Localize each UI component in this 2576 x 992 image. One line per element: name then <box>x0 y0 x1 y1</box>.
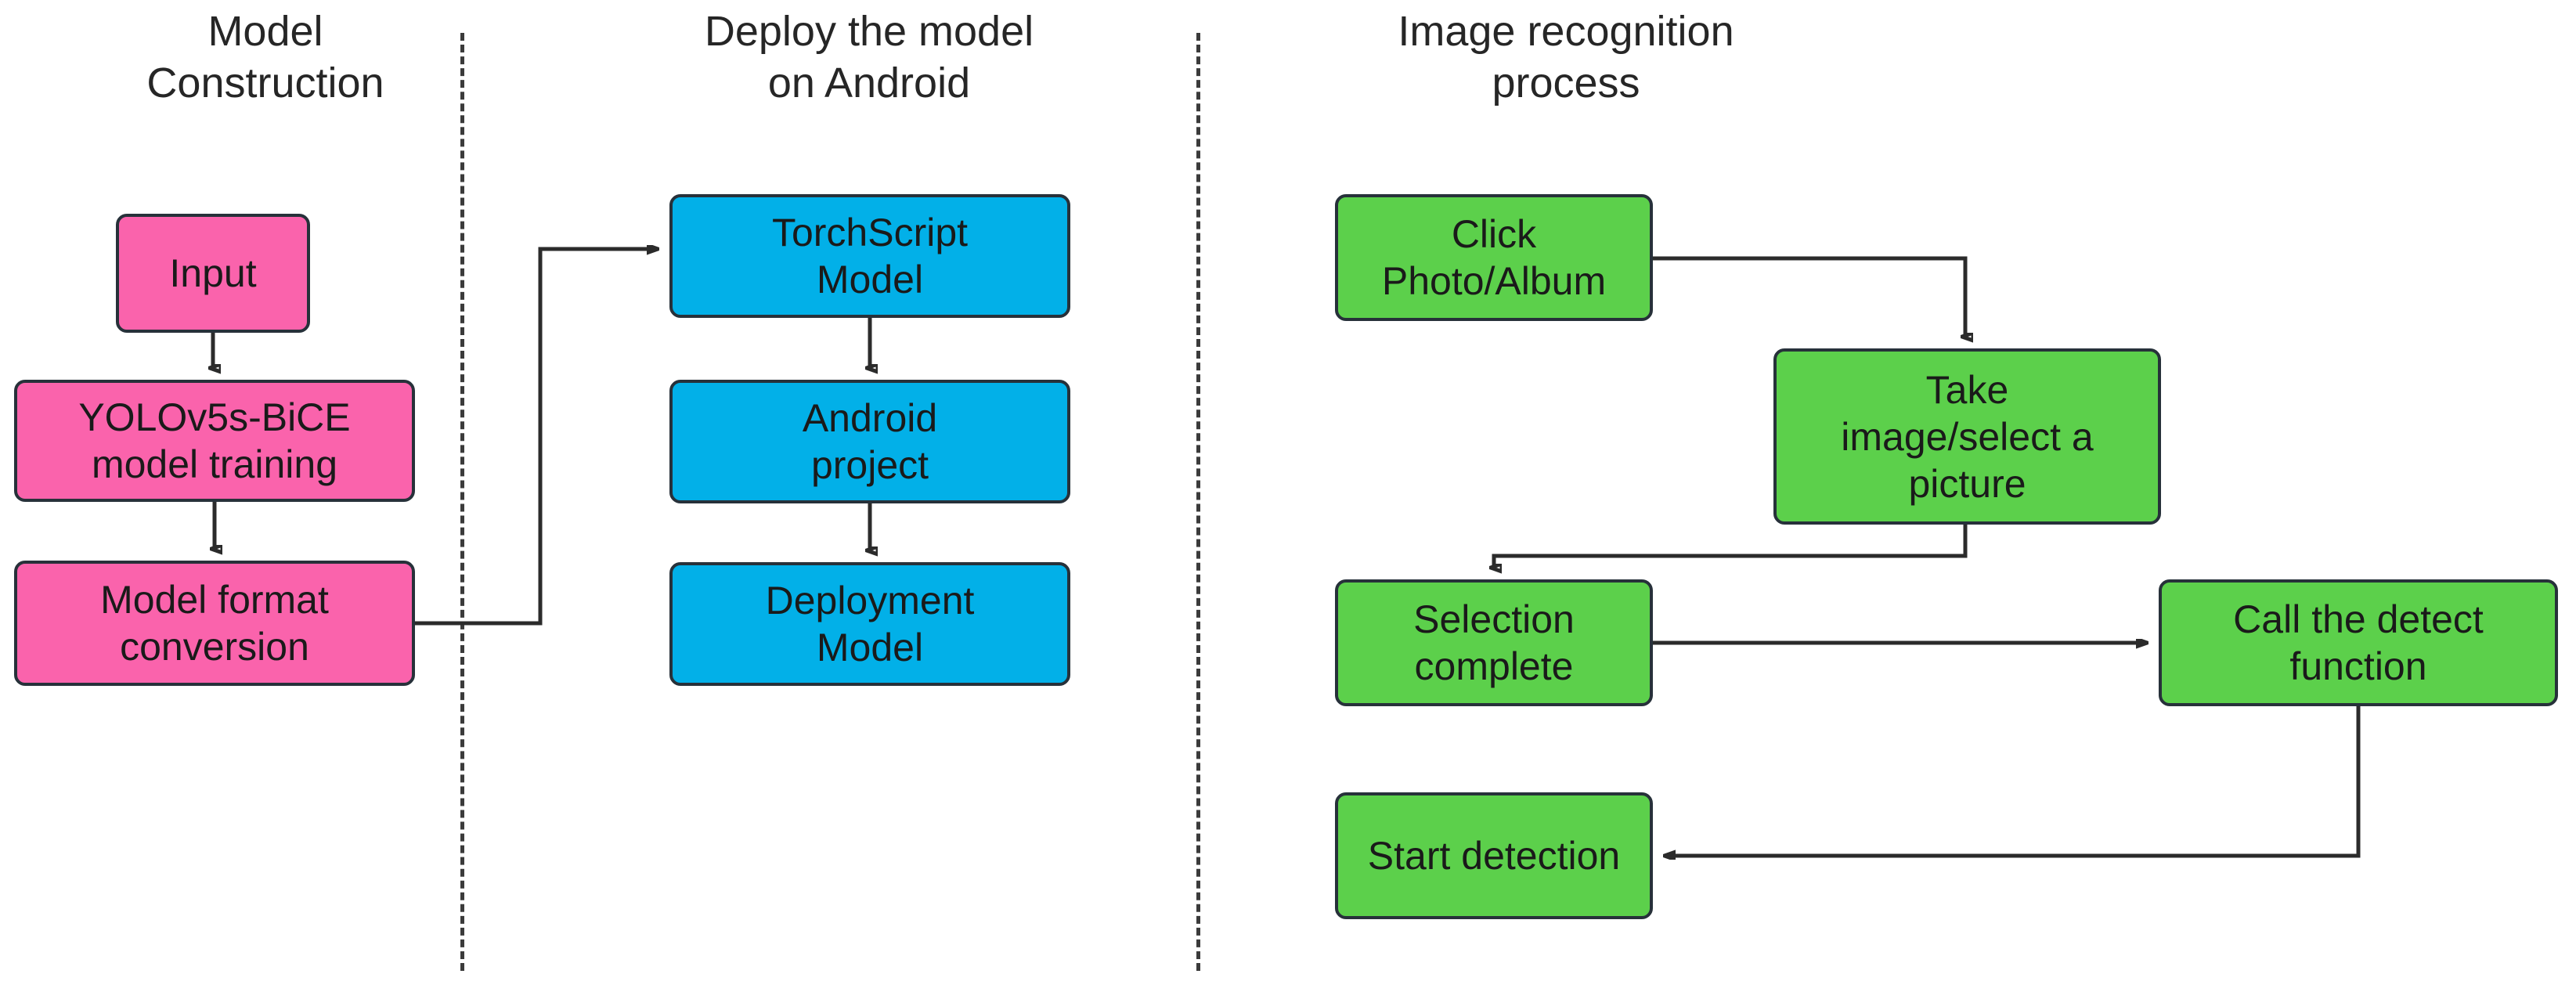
node-call-detect-function[interactable]: Call the detect function <box>2159 579 2558 706</box>
column-title-image-recognition-process: Image recognition process <box>1398 8 1734 106</box>
node-torchscript-model[interactable]: TorchScript Model <box>669 194 1070 318</box>
node-deployment-model[interactable]: Deployment Model <box>669 562 1070 686</box>
edge-click-to-take-image <box>1653 256 1965 337</box>
node-selection-complete[interactable]: Selection complete <box>1335 579 1653 706</box>
node-yolov5s-bice-training[interactable]: YOLOv5s-BiCE model training <box>14 380 415 502</box>
node-take-image-select-picture[interactable]: Take image/select a picture <box>1773 348 2161 525</box>
node-android-project[interactable]: Android project <box>669 380 1070 503</box>
edge-take-image-to-selection <box>1494 525 1968 568</box>
column-title-model-construction: Model Construction <box>146 8 384 106</box>
section-divider-1 <box>460 33 464 971</box>
edge-call-detect-to-start <box>1666 706 2361 856</box>
node-input[interactable]: Input <box>116 214 310 333</box>
edge-conversion-to-torchscript <box>415 249 656 626</box>
section-divider-2 <box>1196 33 1200 971</box>
node-click-photo-album[interactable]: Click Photo/Album <box>1335 194 1653 321</box>
column-title-deploy-on-android: Deploy the model on Android <box>704 8 1034 106</box>
node-start-detection[interactable]: Start detection <box>1335 792 1653 919</box>
node-model-format-conversion[interactable]: Model format conversion <box>14 561 415 686</box>
